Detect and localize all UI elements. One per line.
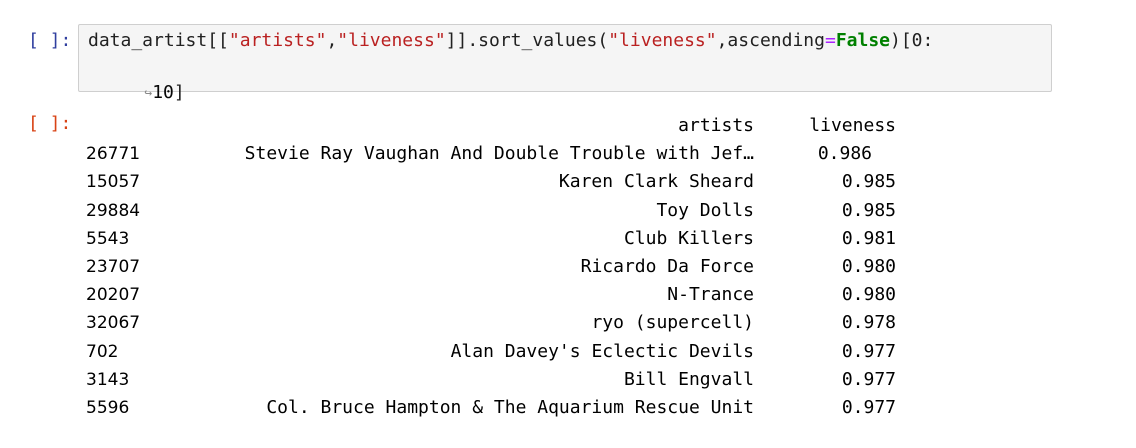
code-line-1: data_artist[["artists","liveness"]].sort… [88,30,933,52]
artist-cell: Bill Engvall [623,368,754,390]
code-token: ]].sort_values( [445,30,609,51]
output-area: artists liveness 26771 Stevie Ray Vaughan… [86,112,896,422]
liveness-cell: 0.980 [841,284,896,306]
artist-cell: Club Killers [623,227,754,249]
row-index-cell: 3143 [86,369,130,390]
code-token: data_artist[[ [88,30,229,51]
artist-cell: Col. Bruce Hampton & The Aquarium Rescue… [266,397,754,419]
input-prompt: [ ]: [28,30,72,51]
artist-cell: Karen Clark Sheard [558,171,754,193]
header-index [86,112,168,140]
liveness-cell: 0.981 [841,227,896,249]
row-index-cell: 23707 [86,257,141,278]
table-row: 702 Alan Davey's Eclectic Devils 0.977 [86,338,896,366]
liveness-cell: 0.977 [841,397,896,419]
artist-cell: Toy Dolls [656,199,754,221]
liveness-cell: 0.977 [841,368,896,390]
table-row: 15057 Karen Clark Sheard 0.985 [86,168,896,196]
table-header-row: artists liveness [86,112,896,140]
code-token: )[0: [890,30,934,51]
artist-cell: Ricardo Da Force [580,256,754,278]
row-index-cell: 32067 [86,313,141,334]
artist-cell: Stevie Ray Vaughan And Double Trouble wi… [244,143,754,165]
table-row: 5596 Col. Bruce Hampton & The Aquarium Re… [86,394,896,422]
code-token: "liveness" [608,30,717,51]
code-token-number: 10 [152,82,174,103]
code-token: , [326,30,338,51]
row-index-cell: 20207 [86,285,141,306]
row-index-cell: 702 [86,341,119,362]
table-row: 5543 Club Killers 0.981 [86,225,896,253]
liveness-cell: 0.985 [841,171,896,193]
liveness-cell: 0.980 [841,256,896,278]
table-row: 29884 Toy Dolls 0.985 [86,197,896,225]
code-token: ,ascending [716,30,825,51]
code-token: "liveness" [337,30,446,51]
header-liveness: liveness [809,115,896,136]
code-token: False [835,30,890,51]
table-row: 3143 Bill Engvall 0.977 [86,366,896,394]
artist-cell: Alan Davey's Eclectic Devils [450,340,754,362]
liveness-cell: 0.978 [841,312,896,334]
table-row: 32067 ryo (supercell) 0.978 [86,309,896,337]
row-index-cell: 5596 [86,398,130,419]
wrap-arrow-icon: ↪ [144,86,153,101]
liveness-cell: 0.986 [817,143,872,165]
table-row: 26771 Stevie Ray Vaughan And Double Troub… [86,140,896,168]
code-token-bracket: ] [173,82,185,103]
liveness-cell: 0.977 [841,340,896,362]
dataframe-output: artists liveness 26771 Stevie Ray Vaughan… [86,112,896,422]
code-input-cell[interactable]: data_artist[["artists","liveness"]].sort… [78,24,1052,103]
row-index-cell: 5543 [86,228,130,249]
row-index-cell: 26771 [86,144,141,165]
code-line-2: ↪10] [101,60,185,127]
artist-cell: N-Trance [667,284,754,306]
table-row: 23707 Ricardo Da Force 0.980 [86,253,896,281]
liveness-cell: 0.985 [841,199,896,221]
output-prompt: [ ]: [28,113,72,134]
code-token: = [824,30,836,51]
code-token: "artists" [228,30,327,51]
row-index-cell: 29884 [86,200,141,221]
header-artists: artists [678,115,754,136]
artist-cell: ryo (supercell) [591,312,754,334]
table-row: 20207 N-Trance 0.980 [86,281,896,309]
row-index-cell: 15057 [86,172,141,193]
